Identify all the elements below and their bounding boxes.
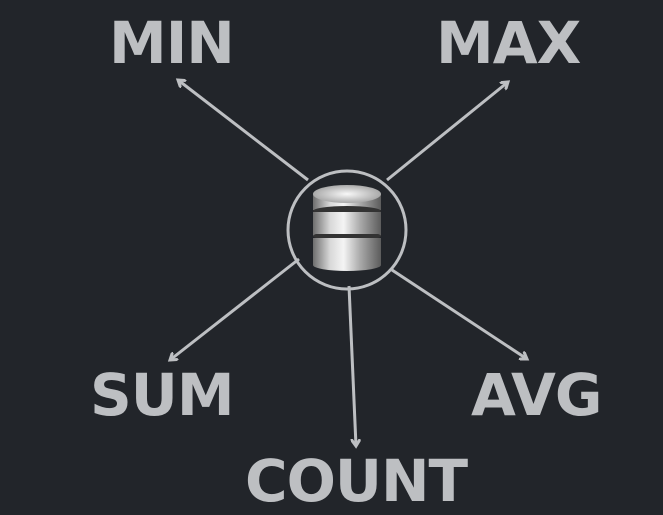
label-min: MIN <box>109 9 235 77</box>
arrow-sum <box>170 257 300 360</box>
arrow-max <box>386 82 508 182</box>
label-count: COUNT <box>245 447 468 515</box>
label-max: MAX <box>436 9 581 77</box>
label-avg: AVG <box>471 361 602 429</box>
arrow-avg <box>391 268 527 359</box>
arrow-count <box>347 285 356 446</box>
arrow-min <box>178 80 309 182</box>
database-icon <box>313 185 381 271</box>
label-sum: SUM <box>90 361 235 429</box>
circle-ring <box>286 169 408 291</box>
